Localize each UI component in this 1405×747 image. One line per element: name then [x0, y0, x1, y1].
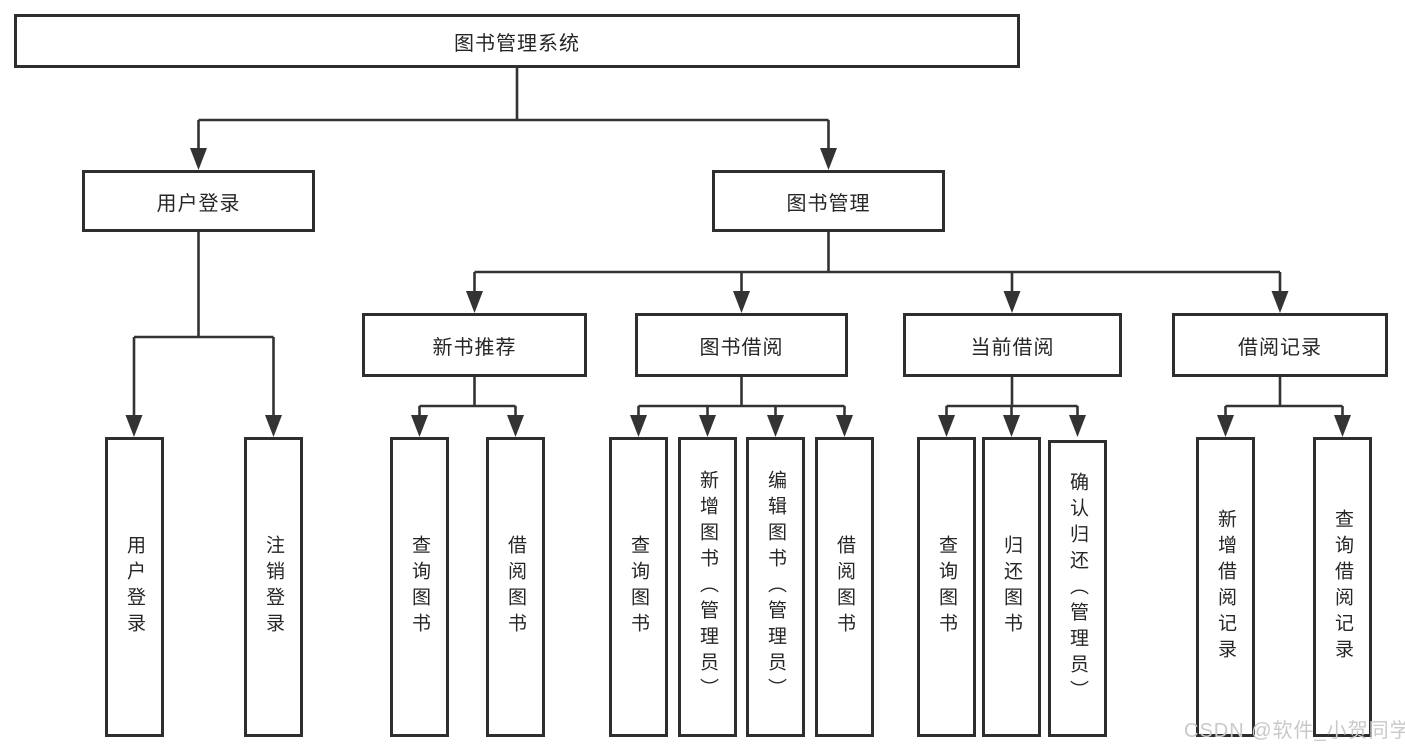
arrow-down-icon [699, 415, 716, 437]
connector-lines [132, 68, 1344, 420]
leaf-query-borrow-record: 查询借阅记录 [1313, 437, 1372, 737]
arrow-down-icon [938, 415, 955, 437]
arrow-down-icon [767, 415, 784, 437]
node-book-mgmt: 图书管理 [712, 170, 945, 232]
leaf-edit-book-admin-label: 编辑图书（管理员） [765, 470, 786, 704]
node-user-login: 用户登录 [82, 170, 315, 232]
arrow-down-icon [1271, 291, 1289, 313]
leaf-return-book-label: 归还图书 [1001, 535, 1022, 639]
arrow-down-icon [125, 415, 143, 437]
leaf-query-borrow-record-label: 查询借阅记录 [1332, 509, 1353, 665]
arrow-down-icon [1334, 415, 1351, 437]
node-book-mgmt-label: 图书管理 [786, 192, 871, 215]
leaf-return-book: 归还图书 [982, 437, 1041, 737]
leaf-query-book-current-label: 查询图书 [936, 535, 957, 639]
leaf-query-book-borrow-label: 查询图书 [628, 535, 649, 639]
leaf-borrow-book-borrow: 借阅图书 [815, 437, 874, 737]
leaf-borrow-book-rec-label: 借阅图书 [505, 535, 526, 639]
leaf-confirm-return-admin: 确认归还（管理员） [1048, 440, 1107, 737]
leaf-add-book-admin-label: 新增图书（管理员） [697, 470, 718, 704]
arrow-down-icon [1069, 415, 1086, 437]
leaf-query-book-current: 查询图书 [917, 437, 976, 737]
leaf-query-book-rec: 查询图书 [390, 437, 449, 737]
leaf-borrow-book-rec: 借阅图书 [486, 437, 545, 737]
leaf-borrow-book-borrow-label: 借阅图书 [834, 535, 855, 639]
leaf-edit-book-admin: 编辑图书（管理员） [746, 437, 805, 737]
arrow-down-icon [265, 415, 282, 437]
leaf-add-borrow-record-label: 新增借阅记录 [1215, 509, 1236, 665]
arrow-down-icon [1003, 415, 1020, 437]
node-borrow-record: 借阅记录 [1172, 313, 1388, 377]
node-current-borrow: 当前借阅 [903, 313, 1122, 377]
arrow-down-icon [733, 291, 750, 313]
leaf-logout-label: 注销登录 [263, 535, 284, 639]
leaf-logout: 注销登录 [244, 437, 303, 737]
node-book-borrow-label: 图书借阅 [699, 336, 784, 359]
arrow-down-icon [190, 148, 207, 170]
arrow-down-icon [411, 415, 428, 437]
leaf-user-login: 用户登录 [105, 437, 164, 737]
watermark: CSDN @软件_小贺同学 [1184, 720, 1405, 742]
node-user-login-label: 用户登录 [156, 192, 241, 215]
node-book-borrow: 图书借阅 [635, 313, 848, 377]
leaf-query-book-rec-label: 查询图书 [409, 535, 430, 639]
leaf-add-borrow-record: 新增借阅记录 [1196, 437, 1255, 737]
arrow-down-icon [836, 415, 853, 437]
arrow-down-icon [1003, 291, 1021, 313]
arrow-down-icon [1217, 415, 1234, 437]
leaf-add-book-admin: 新增图书（管理员） [678, 437, 737, 737]
node-borrow-record-label: 借阅记录 [1238, 336, 1322, 359]
node-root: 图书管理系统 [14, 14, 1020, 68]
arrow-down-icon [820, 148, 837, 170]
leaf-user-login-label: 用户登录 [124, 535, 145, 639]
leaf-query-book-borrow: 查询图书 [609, 437, 668, 737]
leaf-confirm-return-admin-label: 确认归还（管理员） [1067, 471, 1088, 706]
arrow-down-icon [630, 415, 647, 437]
arrow-down-icon [466, 291, 483, 313]
node-root-label: 图书管理系统 [454, 32, 580, 55]
node-new-book-rec-label: 新书推荐 [432, 336, 517, 359]
arrow-down-icon [507, 415, 524, 437]
node-current-borrow-label: 当前借阅 [970, 336, 1055, 359]
node-new-book-rec: 新书推荐 [362, 313, 587, 377]
